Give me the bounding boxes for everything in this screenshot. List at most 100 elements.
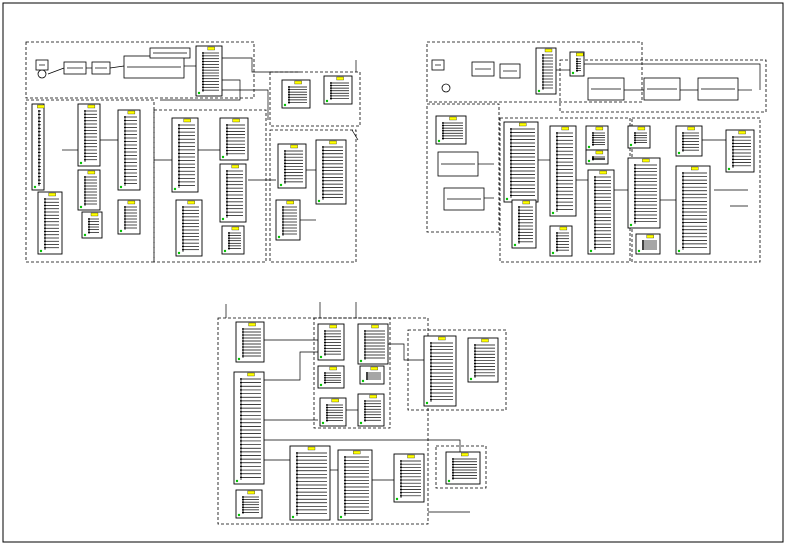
terminal: [284, 172, 286, 174]
control-section: [426, 41, 643, 103]
terminal: [124, 168, 126, 171]
board-tag: [231, 164, 239, 169]
drive-section: [559, 59, 767, 113]
terminal: [430, 372, 432, 374]
terminal: [124, 161, 126, 164]
terminal: [682, 204, 684, 206]
terminal: [556, 165, 558, 167]
terminal: [592, 137, 594, 139]
terminal: [282, 215, 284, 217]
terminal: [282, 212, 284, 214]
distribution-board: [393, 453, 425, 503]
earth-marker: [235, 479, 239, 483]
terminal: [228, 234, 230, 237]
terminal: [242, 328, 244, 330]
terminal: [344, 506, 346, 508]
terminal: [556, 132, 558, 134]
terminal: [38, 127, 40, 129]
terminal: [240, 392, 242, 395]
terminal: [474, 344, 476, 346]
terminal: [296, 459, 298, 461]
terminal: [322, 186, 324, 189]
terminal: [38, 162, 40, 164]
terminal: [296, 509, 298, 511]
terminal: [510, 142, 512, 144]
terminal: [474, 353, 476, 355]
terminal: [182, 242, 184, 244]
terminal: [634, 197, 636, 199]
terminal: [442, 122, 444, 124]
terminal: [242, 352, 244, 354]
terminal: [44, 201, 46, 203]
terminal: [182, 226, 184, 228]
terminal: [124, 215, 126, 217]
terminal: [88, 231, 90, 233]
distribution-board: [357, 393, 385, 427]
terminal: [282, 209, 284, 211]
distribution-board: [587, 169, 615, 255]
distribution-section-b: [153, 109, 267, 263]
terminal: [44, 217, 46, 220]
terminal: [240, 414, 242, 417]
terminal: [682, 232, 684, 234]
terminal: [400, 466, 402, 468]
terminal: [124, 126, 126, 129]
terminal: [344, 469, 346, 471]
terminal: [682, 132, 684, 134]
terminal: [242, 511, 244, 514]
cable-run: [264, 439, 461, 452]
terminal: [296, 477, 298, 479]
terminal: [592, 134, 594, 136]
terminal: [518, 238, 520, 240]
terminal: [324, 347, 326, 349]
terminal: [682, 207, 684, 210]
terminal: [182, 245, 184, 248]
earth-marker: [119, 185, 123, 189]
terminal: [510, 145, 512, 148]
terminal: [38, 151, 40, 154]
terminal: [682, 243, 684, 245]
terminal: [634, 142, 636, 144]
board-outline: [587, 169, 615, 255]
terminal: [474, 350, 476, 352]
terminal: [556, 246, 558, 248]
terminal: [178, 135, 180, 137]
board-tag: [738, 130, 746, 135]
terminal: [400, 476, 402, 478]
terminal: [202, 83, 204, 86]
terminal: [240, 429, 242, 431]
cable-run: [584, 63, 761, 90]
terminal: [366, 372, 368, 374]
terminal: [226, 124, 228, 126]
terminal: [240, 418, 242, 420]
terminal: [682, 222, 684, 224]
distribution-board: [195, 45, 223, 97]
terminal: [634, 191, 636, 193]
terminal: [576, 58, 578, 60]
distribution-board: [585, 125, 609, 151]
terminal: [442, 124, 444, 127]
terminal: [556, 154, 558, 156]
terminal: [518, 225, 520, 227]
board-tag: [642, 158, 650, 163]
terminal: [178, 167, 180, 169]
terminal: [594, 247, 596, 249]
terminal: [576, 60, 578, 62]
board-tag: [87, 104, 96, 109]
terminal: [124, 224, 126, 226]
terminal: [182, 232, 184, 234]
terminal: [124, 140, 126, 143]
board-outline: [393, 453, 425, 503]
board-tag: [294, 80, 302, 85]
terminal: [202, 55, 204, 57]
distribution-board: [635, 233, 661, 255]
terminal: [240, 382, 242, 384]
device: [35, 59, 49, 71]
terminal: [594, 176, 596, 178]
terminal: [84, 152, 86, 154]
board-tag: [231, 226, 240, 231]
device: [91, 61, 111, 75]
terminal: [510, 128, 512, 130]
terminal: [240, 443, 242, 446]
terminal: [322, 193, 324, 195]
